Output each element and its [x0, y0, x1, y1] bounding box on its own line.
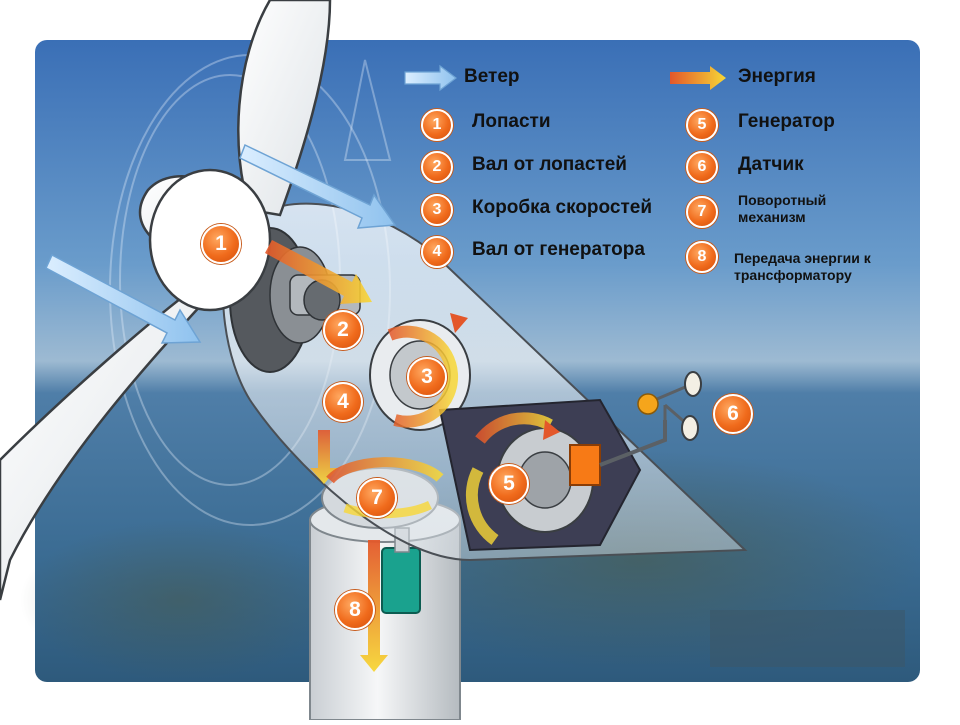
- legend-item-label: Вал от лопастей: [472, 154, 627, 175]
- wind-arrows: [45, 143, 397, 344]
- callout-1: 1: [201, 224, 241, 264]
- callout-8: 8: [335, 590, 375, 630]
- rotation-arrow-head: [343, 59, 392, 161]
- legend-wind-label: Ветер: [464, 66, 520, 87]
- callout-4: 4: [323, 382, 363, 422]
- sensor-cube: [569, 444, 601, 486]
- wind-arrow-icon: [404, 64, 457, 92]
- legend-badge-6: 6: [686, 151, 718, 183]
- legend-item-label: Поворотный механизм: [738, 192, 827, 225]
- callout-7: 7: [357, 478, 397, 518]
- legend-badge-4: 4: [421, 236, 453, 268]
- rotor-blades: [0, 0, 332, 601]
- legend-badge-2: 2: [421, 151, 453, 183]
- callout-3: 3: [407, 357, 447, 397]
- legend-energy-label: Энергия: [738, 66, 816, 87]
- callout-6: 6: [713, 394, 753, 434]
- legend-badge-1: 1: [421, 109, 453, 141]
- legend-item-label: Лопасти: [472, 111, 551, 132]
- callout-2: 2: [323, 310, 363, 350]
- legend-badge-8: 8: [686, 241, 718, 273]
- legend-badge-7: 7: [686, 196, 718, 228]
- anemometer: [637, 371, 702, 441]
- legend-item-label: Коробка скоростей: [472, 197, 653, 218]
- legend-badge-5: 5: [686, 109, 718, 141]
- legend-badge-3: 3: [421, 194, 453, 226]
- corner-patch: [710, 610, 905, 667]
- blade-lower-left: [0, 278, 217, 601]
- legend-item-label: Генератор: [738, 111, 835, 132]
- energy-arrow-icon: [670, 66, 726, 90]
- legend-item-label: Вал от генератора: [472, 239, 645, 260]
- legend-item-label: Датчик: [738, 154, 804, 175]
- legend-item-label: Передача энергии к трансформатору: [734, 250, 871, 283]
- callout-5: 5: [489, 464, 529, 504]
- yaw-motor: [381, 547, 421, 614]
- coast-blur-left: [20, 520, 340, 680]
